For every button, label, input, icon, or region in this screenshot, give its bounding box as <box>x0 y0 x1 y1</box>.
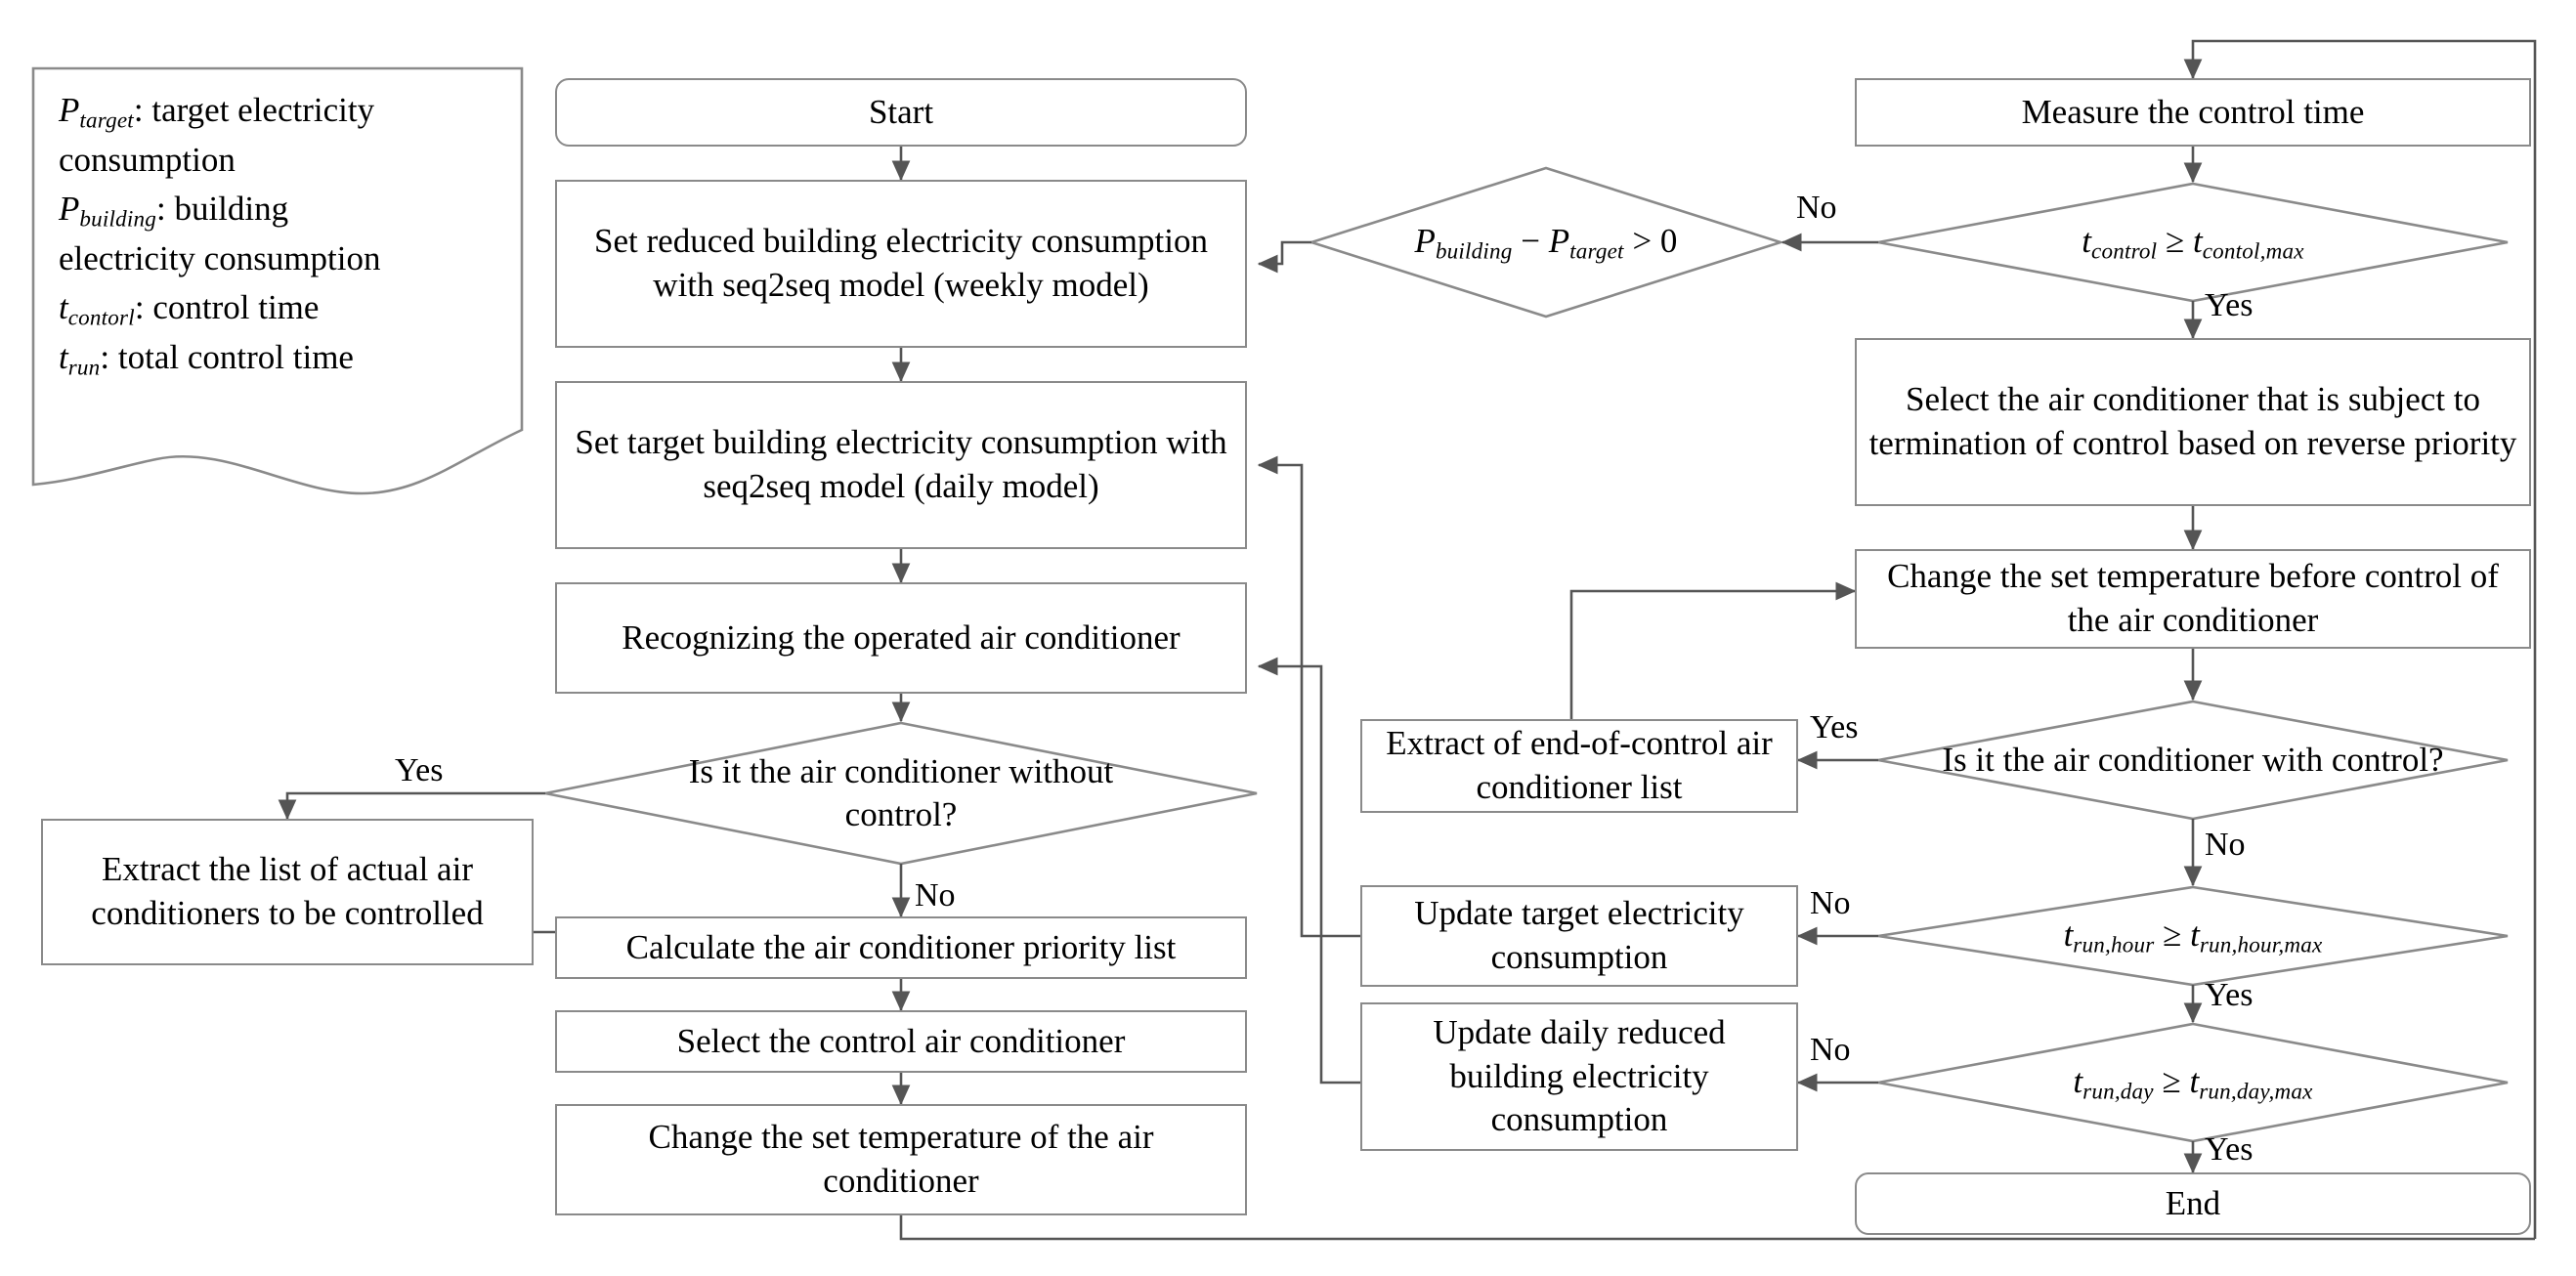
branch-label-without-control-yes: Yes <box>395 752 444 788</box>
node-end-label: End <box>2165 1183 2221 1222</box>
node-decision-without-control[interactable]: Is it the air conditioner without contro… <box>631 744 1171 842</box>
node-extract-actual-ac-list[interactable]: Extract the list of actual air condition… <box>41 819 534 965</box>
node-decision-trun-day-label: trun,day ≥ trun,day,max <box>2073 1061 2313 1104</box>
node-decision-tcontrol[interactable]: tcontrol ≥ tcontol,max <box>1917 213 2469 272</box>
legend-line-6: trun: total control time <box>59 338 354 380</box>
node-select-terminate-ac[interactable]: Select the air conditioner that is subje… <box>1855 338 2531 506</box>
node-measure-control-time-label: Measure the control time <box>2021 92 2365 131</box>
edge-pbuilding-yes-to-setreduced <box>1257 240 1311 274</box>
legend-line-2: consumption <box>59 141 236 180</box>
node-set-reduced-consumption[interactable]: Set reduced building electricity consump… <box>555 180 1247 348</box>
node-decision-without-control-label: Is it the air conditioner without contro… <box>688 752 1114 833</box>
node-set-target-consumption-label: Set target building electricity consumpt… <box>575 423 1227 505</box>
node-extract-actual-ac-list-label: Extract the list of actual air condition… <box>91 850 484 932</box>
node-select-control-ac-label: Select the control air conditioner <box>676 1021 1126 1060</box>
node-change-temp-before-control[interactable]: Change the set temperature before contro… <box>1855 549 2531 649</box>
node-extract-end-of-control-list[interactable]: Extract of end-of-control air conditione… <box>1360 719 1798 813</box>
node-decision-tcontrol-label: tcontrol ≥ tcontol,max <box>2082 221 2304 264</box>
branch-label-trun-day-no: No <box>1810 1032 1851 1068</box>
node-measure-control-time[interactable]: Measure the control time <box>1855 78 2531 147</box>
legend-line-5: tcontorl: control time <box>59 287 320 330</box>
branch-label-trun-day-yes: Yes <box>2205 1131 2254 1168</box>
node-select-terminate-ac-label: Select the air conditioner that is subje… <box>1868 380 2517 462</box>
branch-label-trun-hour-no: No <box>1810 885 1851 921</box>
node-update-target-consumption[interactable]: Update target electricity consumption <box>1360 885 1798 987</box>
node-decision-with-control-label: Is it the air conditioner with control? <box>1942 741 2444 780</box>
legend-line-4: electricity consumption <box>59 239 381 278</box>
node-decision-trun-hour-label: trun,hour ≥ trun,hour,max <box>2063 914 2323 957</box>
branch-label-with-control-no: No <box>2205 827 2246 863</box>
node-end[interactable]: End <box>1855 1172 2531 1235</box>
node-calculate-priority-list-label: Calculate the air conditioner priority l… <box>625 927 1177 966</box>
node-change-temp-before-control-label: Change the set temperature before contro… <box>1887 557 2499 639</box>
node-change-set-temperature-label: Change the set temperature of the air co… <box>648 1118 1154 1200</box>
node-calculate-priority-list[interactable]: Calculate the air conditioner priority l… <box>555 916 1247 979</box>
edge-updatedaily-to-recognizing <box>1257 657 1360 1085</box>
node-recognizing-operated-ac-label: Recognizing the operated air conditioner <box>622 617 1181 657</box>
branch-label-with-control-yes: Yes <box>1810 709 1859 745</box>
branch-label-tcontrol-yes: Yes <box>2205 287 2254 323</box>
node-extract-end-of-control-list-label: Extract of end-of-control air conditione… <box>1386 724 1773 806</box>
node-decision-pbuilding-label: Pbuilding − Ptarget > 0 <box>1414 221 1678 264</box>
node-update-daily-reduced-consumption[interactable]: Update daily reduced building electricit… <box>1360 1002 1798 1151</box>
edge-updatetarget-to-settarget <box>1257 455 1360 938</box>
node-start[interactable]: Start <box>555 78 1247 147</box>
branch-label-pbuilding-no: No <box>1796 190 1837 226</box>
node-start-label: Start <box>868 92 934 131</box>
branch-label-trun-hour-yes: Yes <box>2205 977 2254 1013</box>
node-decision-with-control[interactable]: Is it the air conditioner with control? <box>1941 711 2445 809</box>
edge-withoutcontrol-yes-to-extract <box>278 791 545 821</box>
legend-line-3: Pbuilding: building <box>59 189 289 232</box>
node-set-reduced-consumption-label: Set reduced building electricity consump… <box>594 222 1208 304</box>
node-decision-trun-hour[interactable]: trun,hour ≥ trun,hour,max <box>1917 909 2469 963</box>
symbol-legend-note: Ptarget: target electricity consumption … <box>33 68 522 380</box>
node-change-set-temperature[interactable]: Change the set temperature of the air co… <box>555 1104 1247 1215</box>
legend-line-1: Ptarget: target electricity <box>59 91 375 133</box>
edge-extractend-to-changebefore <box>1569 581 1857 719</box>
node-update-target-consumption-label: Update target electricity consumption <box>1414 894 1744 976</box>
node-decision-trun-day[interactable]: trun,day ≥ trun,day,max <box>1917 1055 2469 1110</box>
node-select-control-ac[interactable]: Select the control air conditioner <box>555 1010 1247 1073</box>
node-update-daily-reduced-consumption-label: Update daily reduced building electricit… <box>1433 1012 1726 1139</box>
node-decision-pbuilding-minus-ptarget[interactable]: Pbuilding − Ptarget > 0 <box>1331 211 1761 274</box>
node-recognizing-operated-ac[interactable]: Recognizing the operated air conditioner <box>555 582 1247 694</box>
node-set-target-consumption[interactable]: Set target building electricity consumpt… <box>555 381 1247 549</box>
branch-label-without-control-no: No <box>915 877 956 914</box>
